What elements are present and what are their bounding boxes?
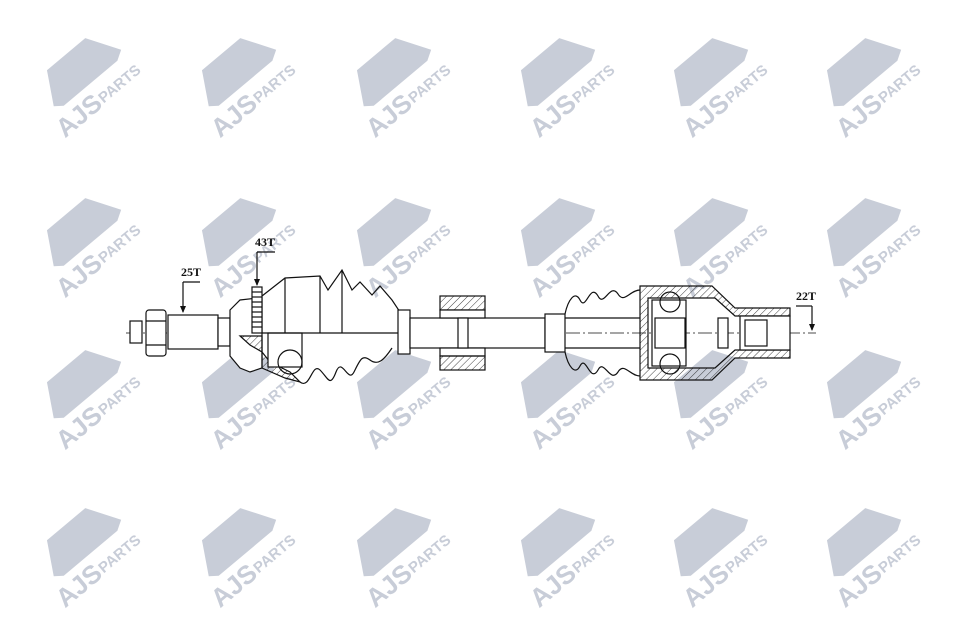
abs-ring <box>251 286 263 334</box>
callout-25t: 25T <box>180 265 201 313</box>
outer-boot <box>261 268 401 334</box>
inner-boot <box>564 289 641 377</box>
label-43t: 43T <box>255 235 275 249</box>
vibration-damper <box>439 295 486 371</box>
callout-22t: 22T <box>796 289 816 331</box>
outer-cv-joint <box>229 286 303 384</box>
intermediate-shaft <box>409 317 546 349</box>
label-22t: 22T <box>796 289 816 303</box>
outer-spline-stub <box>167 314 219 350</box>
callout-43t: 43T <box>254 235 275 286</box>
axle-nut <box>129 309 167 357</box>
inner-cv-joint <box>639 285 791 381</box>
label-25t: 25T <box>181 265 201 279</box>
